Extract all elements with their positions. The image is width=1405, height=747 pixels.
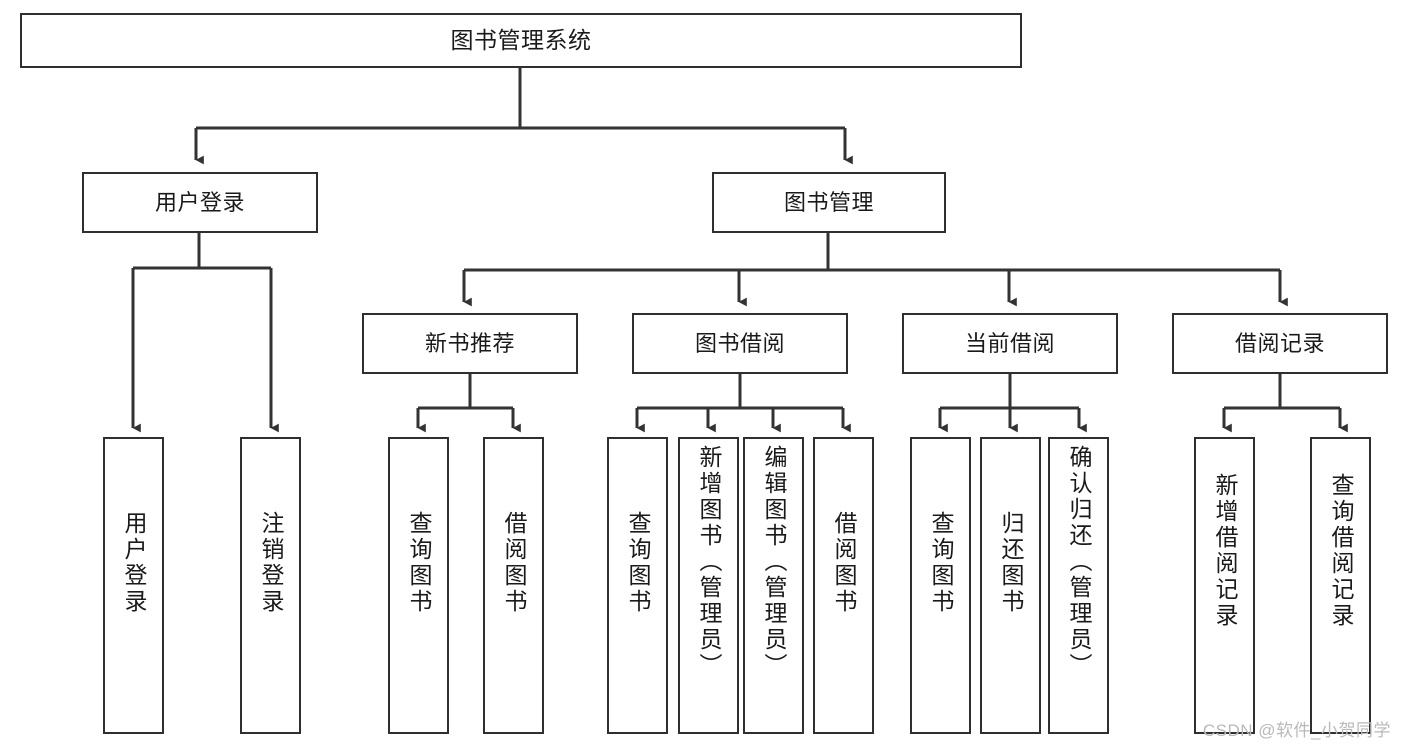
leaf-current-borrow-confirm-return-admin[interactable]: 确认归还（管理员）: [1048, 437, 1109, 734]
node-label: 查询借阅记录: [1328, 473, 1354, 629]
node-label: 查询图书: [625, 511, 651, 615]
node-new-book-recommend[interactable]: 新书推荐: [362, 313, 578, 374]
node-book-management[interactable]: 图书管理: [712, 172, 946, 233]
leaf-current-borrow-query-books[interactable]: 查询图书: [910, 437, 971, 734]
leaf-borrow-record-query-record[interactable]: 查询借阅记录: [1310, 437, 1371, 734]
node-label: 图书管理: [783, 189, 874, 215]
node-root-book-management-system[interactable]: 图书管理系统: [20, 13, 1022, 68]
node-label: 图书借阅: [694, 330, 785, 356]
watermark-text: CSDN @软件_小贺同学: [1202, 721, 1391, 740]
node-book-borrow[interactable]: 图书借阅: [632, 313, 848, 374]
node-label: 图书管理系统: [450, 27, 592, 54]
node-label: 新增借阅记录: [1212, 473, 1238, 629]
node-label: 用户登录: [121, 511, 147, 615]
node-label: 归还图书: [998, 511, 1024, 615]
leaf-borrow-record-add-record[interactable]: 新增借阅记录: [1194, 437, 1255, 734]
node-label: 借阅图书: [831, 511, 857, 615]
leaf-new-book-query-books[interactable]: 查询图书: [388, 437, 449, 734]
leaf-current-borrow-return-books[interactable]: 归还图书: [980, 437, 1041, 734]
leaf-user-login-logout[interactable]: 注销登录: [240, 437, 301, 734]
node-label: 新书推荐: [424, 330, 515, 356]
leaf-book-borrow-edit-book-admin[interactable]: 编辑图书（管理员）: [743, 437, 804, 734]
leaf-new-book-borrow-books[interactable]: 借阅图书: [483, 437, 544, 734]
node-label: 查询图书: [406, 511, 432, 615]
node-borrow-record[interactable]: 借阅记录: [1172, 313, 1388, 374]
node-user-login[interactable]: 用户登录: [82, 172, 318, 233]
node-label: 编辑图书（管理员）: [761, 445, 787, 679]
node-current-borrow[interactable]: 当前借阅: [902, 313, 1118, 374]
node-label: 借阅图书: [501, 511, 527, 615]
node-label: 借阅记录: [1234, 330, 1325, 356]
node-label: 查询图书: [928, 511, 954, 615]
leaf-user-login-login[interactable]: 用户登录: [103, 437, 164, 734]
leaf-book-borrow-query-books[interactable]: 查询图书: [607, 437, 668, 734]
node-label: 确认归还（管理员）: [1066, 445, 1092, 679]
leaf-book-borrow-add-book-admin[interactable]: 新增图书（管理员）: [678, 437, 739, 734]
leaf-book-borrow-borrow-books[interactable]: 借阅图书: [813, 437, 874, 734]
node-label: 用户登录: [154, 189, 245, 215]
node-label: 新增图书（管理员）: [696, 445, 722, 679]
node-label: 注销登录: [258, 511, 284, 615]
node-label: 当前借阅: [964, 330, 1055, 356]
